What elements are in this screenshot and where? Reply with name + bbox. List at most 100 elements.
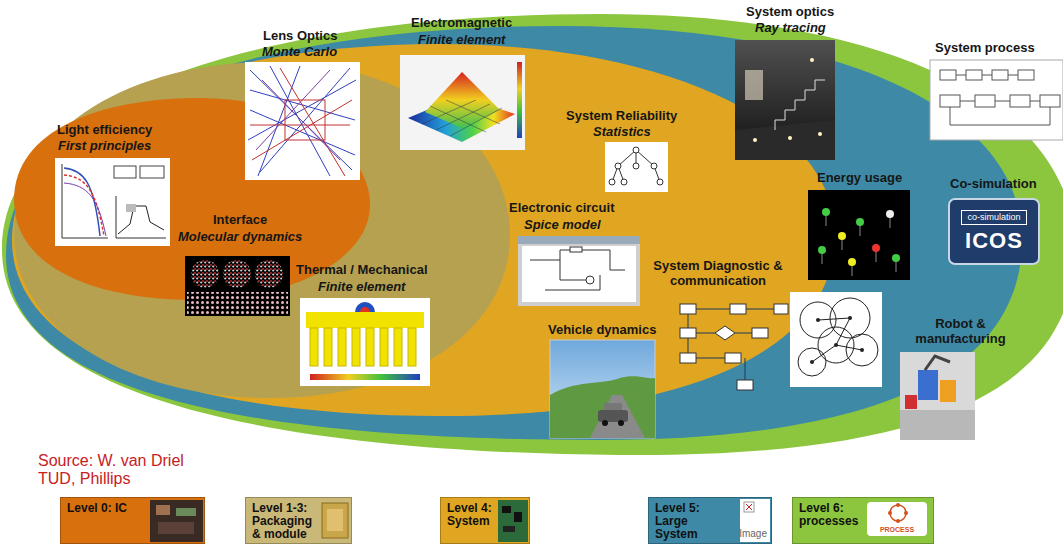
- item-label: Interface: [213, 212, 267, 227]
- diagnostic-flowchart: [680, 353, 696, 363]
- thermal-fe-model: [310, 328, 416, 366]
- item-label: Robot & manufacturing: [903, 316, 1018, 346]
- item-label: Thermal / Mechanical: [296, 262, 428, 277]
- network-circles: [798, 348, 826, 376]
- spice-screenshot: [586, 276, 594, 284]
- process-model-screenshot: [1018, 70, 1034, 80]
- diagnostic-flowchart: [752, 328, 768, 338]
- process-cycle-icon: [888, 503, 908, 523]
- level-label: Level 5: Large System: [655, 502, 711, 541]
- diagnostic-flowchart: [680, 304, 696, 314]
- lens-ray-image: [245, 62, 360, 180]
- diagnostic-flowchart: [680, 328, 696, 338]
- efficiency-chart: [55, 158, 170, 246]
- process-cycle-icon: [896, 503, 900, 507]
- broken-image-placeholder: [744, 502, 754, 512]
- diagnostic-flowchart: [688, 309, 782, 385]
- vehicle-simulation: [550, 340, 655, 438]
- diagnostic-flowchart: [715, 326, 735, 340]
- fault-tree: [657, 179, 663, 185]
- lens-ray-image: [250, 68, 352, 176]
- vehicle-simulation: [618, 420, 624, 426]
- board-photo: [498, 500, 528, 542]
- process-cycle-icon: [896, 519, 900, 523]
- network-circles: [816, 318, 820, 322]
- item-label: Electromagnetic: [411, 15, 512, 30]
- room-render: [745, 70, 763, 100]
- efficiency-chart: [140, 166, 164, 178]
- diagnostic-flowchart: [725, 353, 741, 363]
- vehicle-simulation: [550, 376, 655, 438]
- thermal-fe-model: [360, 307, 370, 312]
- process-model-screenshot: [966, 70, 982, 80]
- room-render: [818, 132, 822, 136]
- em-field-plot: [422, 100, 502, 136]
- energy-map: [822, 215, 896, 276]
- lens-ray-image: [245, 62, 360, 180]
- diagnostic-flowchart: [774, 304, 788, 314]
- process-cycle-icon: [904, 511, 908, 515]
- efficiency-chart: [118, 206, 164, 234]
- method-caption: First principles: [58, 138, 151, 153]
- thermal-fe-model: [338, 328, 346, 366]
- fault-tree: [609, 179, 615, 185]
- icon-logo-text: ICOS: [965, 229, 1023, 253]
- diagnostic-flowchart: [680, 304, 788, 390]
- package-photo: [327, 509, 343, 531]
- room-render: [753, 138, 757, 142]
- fault-tree: [621, 179, 627, 185]
- molecular-image: [191, 260, 219, 288]
- thermal-fe-model: [300, 298, 430, 386]
- level-ellipse-5: [6, 26, 1022, 440]
- efficiency-chart: [114, 166, 136, 178]
- cosim-icon: co-simulationICOS: [948, 198, 1040, 265]
- network-circles: [790, 292, 882, 387]
- board-photo: [498, 500, 528, 542]
- fault-tree: [605, 142, 668, 192]
- image-placeholder-text: Image: [739, 528, 767, 540]
- process-cycle-icon: [890, 505, 906, 521]
- process-icon: PROCESS: [867, 502, 927, 536]
- fault-tree: [612, 150, 660, 182]
- level-label: Level 4: System: [447, 502, 499, 528]
- item-label: Lens Optics: [263, 28, 337, 43]
- energy-map: [856, 218, 864, 226]
- item-label: System Reliability: [566, 108, 677, 123]
- thermal-fe-model: [300, 298, 430, 386]
- robot-cell: [940, 380, 956, 402]
- energy-map: [808, 190, 910, 280]
- em-field-plot: [517, 62, 522, 138]
- thermal-fe-model: [352, 328, 360, 366]
- thermal-fe-model: [355, 302, 375, 312]
- process-model-screenshot: [940, 95, 960, 107]
- em-field-plot: [425, 72, 500, 128]
- room-render: [810, 58, 814, 62]
- efficiency-chart: [55, 158, 170, 246]
- energy-map: [872, 244, 880, 252]
- energy-map: [818, 246, 826, 254]
- level-ellipse-6: [2, 14, 1063, 455]
- efficiency-chart: [62, 164, 108, 238]
- network-circles: [790, 292, 882, 387]
- level-ellipse-4: [12, 44, 835, 416]
- ic-photo: [150, 500, 203, 542]
- spice-screenshot: [518, 236, 640, 306]
- network-circles: [846, 334, 878, 366]
- thermal-fe-model: [324, 328, 332, 366]
- level-ellipse-1-3: [14, 62, 510, 398]
- energy-map: [822, 215, 896, 276]
- efficiency-chart: [126, 204, 136, 212]
- robot-cell: [900, 352, 975, 440]
- robot-cell: [900, 352, 975, 440]
- ic-photo: [156, 505, 170, 515]
- lens-ray-image: [285, 100, 325, 140]
- process-model-screenshot: [940, 70, 956, 80]
- robot-cell: [905, 395, 917, 409]
- method-caption: Finite element: [318, 279, 405, 294]
- molecular-image: [255, 260, 283, 288]
- ic-photo: [150, 500, 203, 542]
- level-ellipse-6: [2, 14, 1063, 455]
- network-circles: [812, 318, 862, 362]
- broken-image-placeholder: [740, 499, 770, 542]
- icon-caption: co-simulation: [961, 210, 1026, 225]
